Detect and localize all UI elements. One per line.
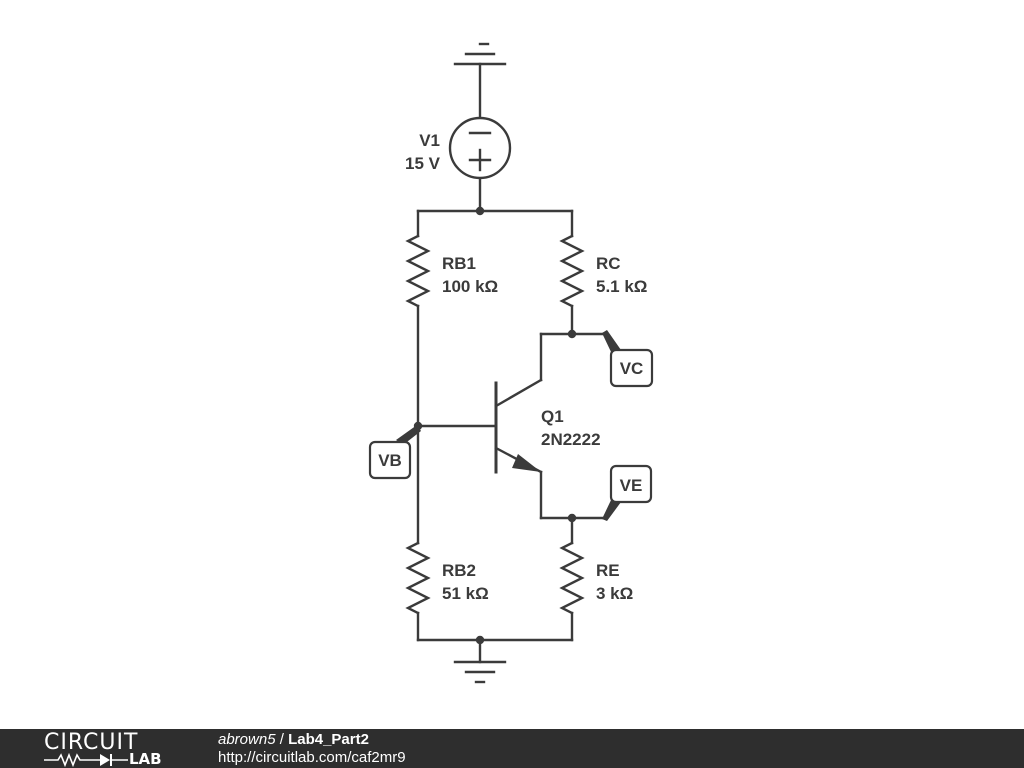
junction-dot	[567, 329, 577, 339]
rb1-name-label: RB1	[442, 254, 476, 273]
probe-vc-label: VC	[620, 359, 644, 378]
probe-vb-label: VB	[378, 451, 402, 470]
rc-name-label: RC	[596, 254, 621, 273]
probe-vb: VB	[368, 425, 421, 480]
rc-value-label: 5.1 kΩ	[596, 277, 647, 296]
voltage-source-v1	[448, 116, 512, 180]
author-name[interactable]: abrown5	[218, 731, 276, 748]
re-name-label: RE	[596, 561, 620, 580]
resistor-rb2	[405, 541, 431, 615]
rb2-name-label: RB2	[442, 561, 476, 580]
q1-value-label: 2N2222	[541, 430, 601, 449]
probe-ve: VE	[602, 464, 653, 521]
title-separator: /	[275, 731, 289, 748]
v1-name-label: V1	[419, 131, 440, 150]
re-value-label: 3 kΩ	[596, 584, 633, 603]
q1-name-label: Q1	[541, 407, 564, 426]
resistor-diode-icon	[44, 753, 128, 767]
circuit-title[interactable]: Lab4_Part2	[288, 731, 369, 748]
circuitlab-logo[interactable]: CIRCUIT LAB	[44, 731, 176, 767]
resistor-re	[559, 541, 585, 615]
junction-dot	[475, 206, 485, 216]
probe-vc: VC	[602, 330, 654, 388]
v1-value-label: 15 V	[405, 154, 441, 173]
footer-bar: CIRCUIT LAB abrown5 / Lab4_Part2 http://…	[0, 729, 1024, 768]
transistor-q1	[416, 378, 543, 474]
logo-wordmark-lab: LAB	[129, 750, 162, 768]
ground-symbol-top	[453, 42, 507, 66]
resistor-rc	[559, 234, 585, 308]
probe-ve-label: VE	[620, 476, 643, 495]
ground-symbol-bottom	[453, 660, 507, 684]
circuit-url-link[interactable]: http://circuitlab.com/caf2mr9	[218, 749, 406, 766]
circuit-schematic: V1 15 V RB1 100 kΩ RC 5.1 kΩ VC Q1 2N222…	[368, 42, 654, 684]
logo-wordmark-circuit: CIRCUIT	[44, 730, 139, 755]
resistor-rb1	[405, 234, 431, 308]
circuit-meta: abrown5 / Lab4_Part2 http://circuitlab.c…	[218, 731, 406, 767]
rb1-value-label: 100 kΩ	[442, 277, 498, 296]
rb2-value-label: 51 kΩ	[442, 584, 489, 603]
